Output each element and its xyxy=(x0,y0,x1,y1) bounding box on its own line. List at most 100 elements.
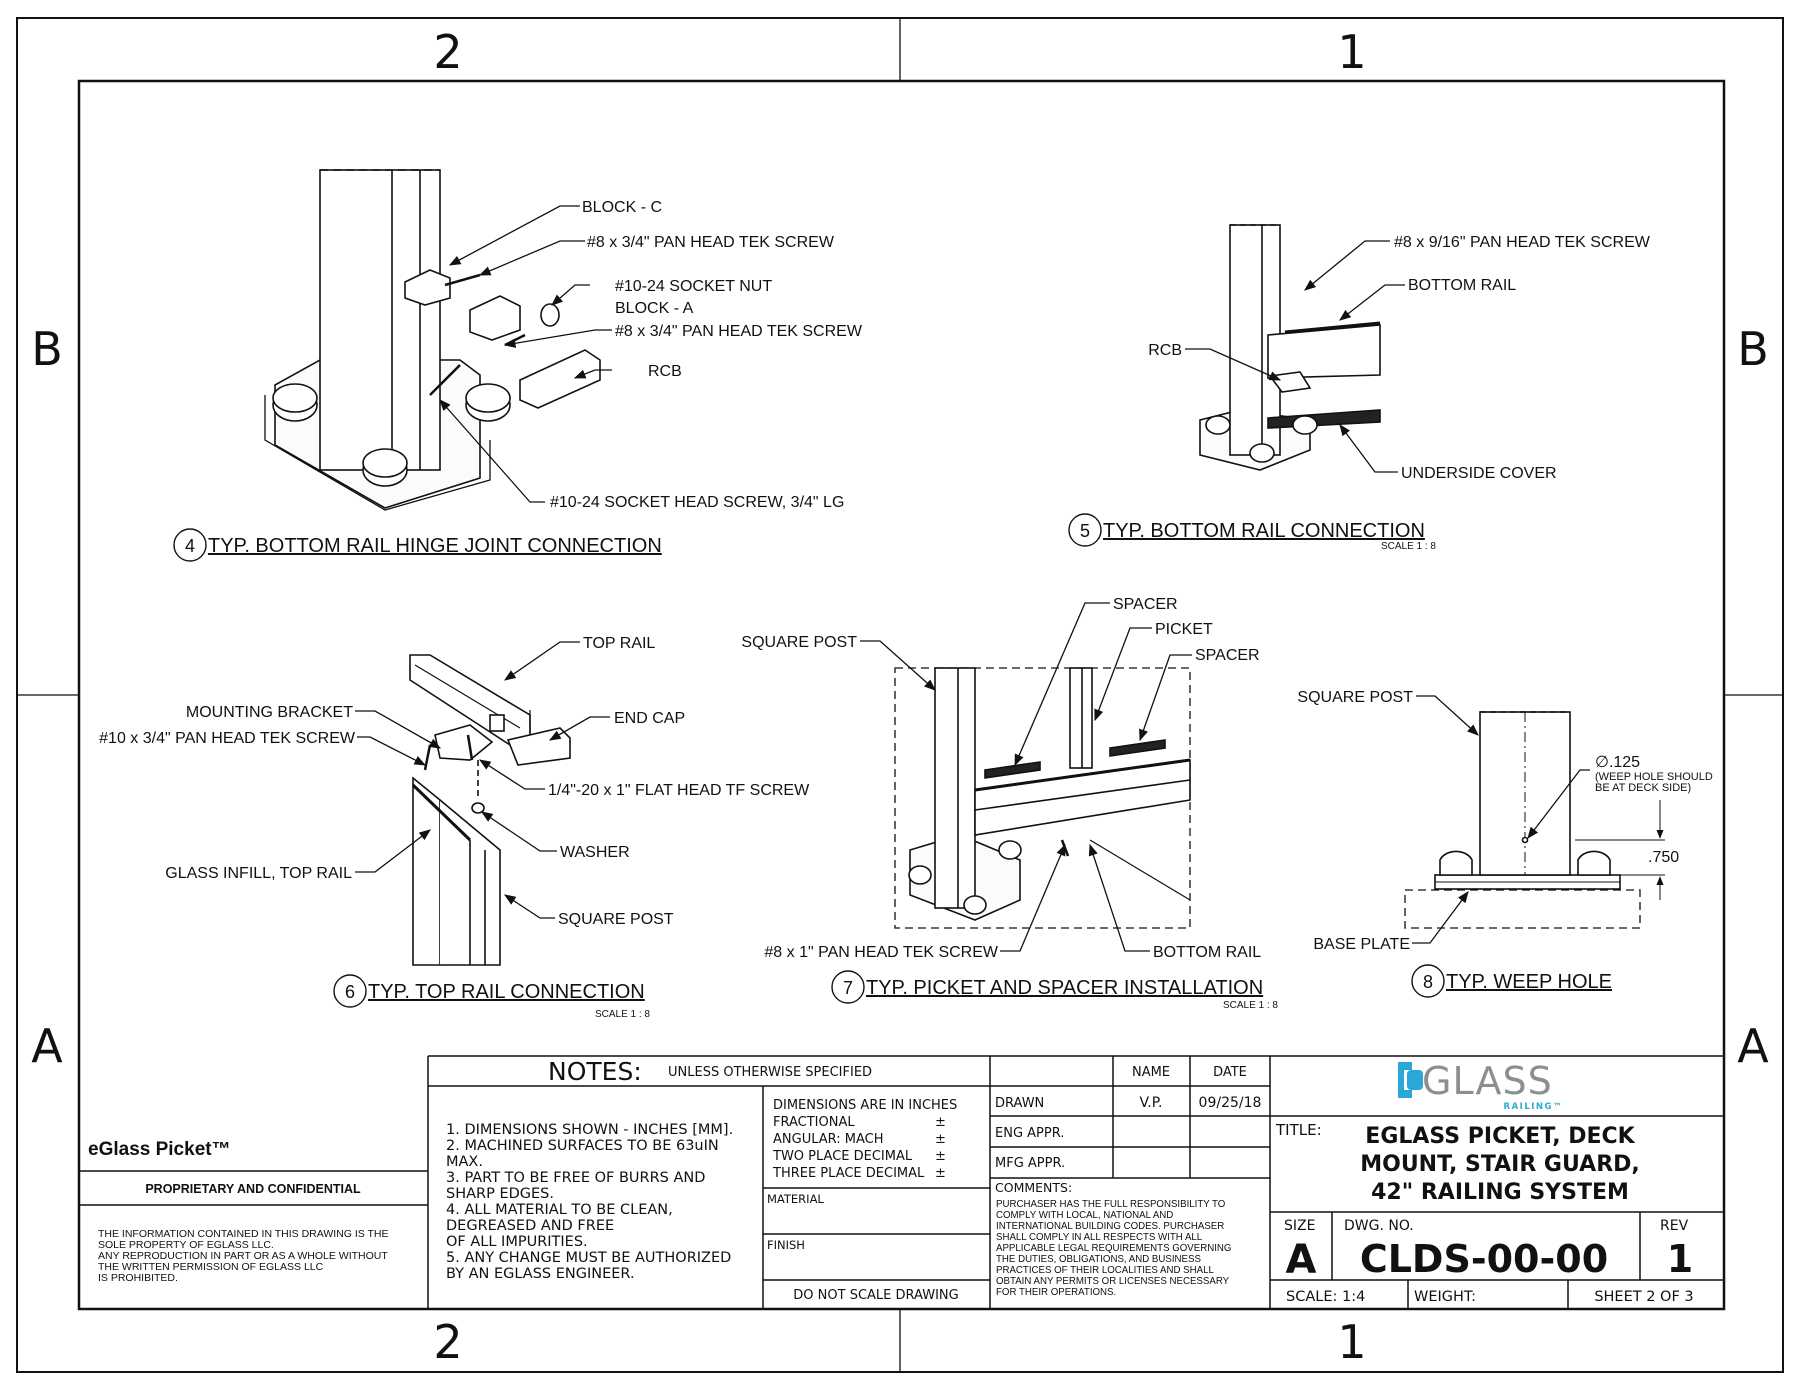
tolerance-block: DIMENSIONS ARE IN INCHES FRACTIONAL ANGU… xyxy=(772,1098,957,1181)
product-name: eGlass Picket™ xyxy=(88,1139,231,1160)
view-8-drawing xyxy=(1404,711,1665,929)
size-label: SIZE xyxy=(1284,1218,1315,1234)
drawn-name: V.P. xyxy=(1140,1095,1163,1111)
notes-list: 1. DIMENSIONS SHOWN - INCHES [MM]. 2. MA… xyxy=(446,1122,733,1282)
view-6-leaders xyxy=(355,641,610,919)
v6-callout-washer: WASHER xyxy=(560,844,630,861)
svg-text:THE INFORMATION CONTAINED IN T: THE INFORMATION CONTAINED IN THIS DRAWIN… xyxy=(98,1228,389,1240)
v7-callout-square-post: SQUARE POST xyxy=(741,634,857,651)
v4-callout-rcb: RCB xyxy=(648,363,682,380)
view-4-drawing xyxy=(264,169,601,511)
v5-callout-pan-screw: #8 x 9/16" PAN HEAD TEK SCREW xyxy=(1394,234,1651,251)
v6-callout-glass-infill: GLASS INFILL, TOP RAIL xyxy=(165,865,352,882)
dwg-no-label: DWG. NO. xyxy=(1344,1218,1414,1234)
view-5-drawing xyxy=(1199,224,1381,471)
svg-text:4. ALL MATERIAL TO BE CLEAN,: 4. ALL MATERIAL TO BE CLEAN, xyxy=(446,1202,673,1218)
svg-text:COMPLY WITH LOCAL, NATIONAL AN: COMPLY WITH LOCAL, NATIONAL AND xyxy=(996,1210,1173,1221)
notes-unless: UNLESS OTHERWISE SPECIFIED xyxy=(668,1065,872,1080)
v5-title: TYP. BOTTOM RAIL CONNECTION xyxy=(1103,520,1425,542)
v8-title: TYP. WEEP HOLE xyxy=(1446,971,1612,993)
v8-number: 8 xyxy=(1423,972,1433,992)
comments-label: COMMENTS: xyxy=(995,1180,1072,1195)
zone-bottom-2: 2 xyxy=(433,1315,462,1369)
svg-text:IS PROHIBITED.: IS PROHIBITED. xyxy=(98,1272,178,1284)
v7-callout-spacer-2: SPACER xyxy=(1195,647,1260,664)
eng-appr-label: ENG APPR. xyxy=(995,1126,1064,1141)
zone-left-a: A xyxy=(31,1019,63,1073)
svg-text:3. PART TO BE FREE OF BURRS AN: 3. PART TO BE FREE OF BURRS AND xyxy=(446,1170,705,1186)
logo-wordmark: GLASS xyxy=(1422,1059,1553,1103)
v4-title: TYP. BOTTOM RAIL HINGE JOINT CONNECTION xyxy=(208,535,662,557)
do-not-scale: DO NOT SCALE DRAWING xyxy=(793,1288,958,1303)
svg-text:FRACTIONAL: FRACTIONAL xyxy=(773,1115,855,1130)
v6-scale: SCALE 1 : 8 xyxy=(595,1009,650,1020)
sheet-field: SHEET 2 OF 3 xyxy=(1594,1289,1693,1305)
view-8-leaders xyxy=(1412,695,1590,944)
v5-scale: SCALE 1 : 8 xyxy=(1381,541,1436,552)
v7-callout-bottom-rail: BOTTOM RAIL xyxy=(1153,944,1261,961)
svg-text:2. MACHINED SURFACES TO BE 63u: 2. MACHINED SURFACES TO BE 63uIN xyxy=(446,1138,719,1154)
svg-text:DEGREASED AND FREE: DEGREASED AND FREE xyxy=(446,1218,614,1234)
rev-label: REV xyxy=(1660,1218,1689,1234)
svg-text:EGLASS PICKET, DECK: EGLASS PICKET, DECK xyxy=(1365,1124,1635,1149)
svg-text:APPLICABLE LEGAL REQUIREMENTS: APPLICABLE LEGAL REQUIREMENTS GOVERNING xyxy=(996,1243,1231,1254)
view-4-leaders xyxy=(439,205,612,503)
v7-number: 7 xyxy=(843,978,853,998)
zone-top-2: 2 xyxy=(433,25,462,79)
svg-text:±: ± xyxy=(935,1132,946,1147)
v7-callout-pan-screw: #8 x 1" PAN HEAD TEK SCREW xyxy=(764,944,998,961)
v8-callout-weep-note-1: (WEEP HOLE SHOULD xyxy=(1595,771,1713,783)
svg-text:DIMENSIONS ARE IN INCHES: DIMENSIONS ARE IN INCHES xyxy=(773,1098,957,1113)
comments-text: PURCHASER HAS THE FULL RESPONSIBILITY TO… xyxy=(996,1199,1231,1298)
svg-text:MOUNT, STAIR GUARD,: MOUNT, STAIR GUARD, xyxy=(1360,1152,1640,1177)
zone-top-1: 1 xyxy=(1337,25,1366,79)
view-7-leaders xyxy=(860,602,1192,952)
notes-heading: NOTES: xyxy=(548,1057,642,1086)
v4-callout-pan-screw-1: #8 x 3/4" PAN HEAD TEK SCREW xyxy=(587,234,835,251)
svg-text:5. ANY CHANGE MUST BE AUTHORIZ: 5. ANY CHANGE MUST BE AUTHORIZED xyxy=(446,1250,731,1266)
svg-text:THE DUTIES, OBLIGATIONS, AND B: THE DUTIES, OBLIGATIONS, AND BUSINESS xyxy=(996,1254,1201,1265)
v5-callout-underside-cover: UNDERSIDE COVER xyxy=(1401,465,1557,482)
weight-field: WEIGHT: xyxy=(1414,1289,1476,1305)
v5-number: 5 xyxy=(1080,521,1090,541)
title-block-grid xyxy=(79,1055,1724,1309)
v5-callout-bottom-rail: BOTTOM RAIL xyxy=(1408,277,1516,294)
approval-date-header: DATE xyxy=(1213,1065,1247,1080)
v8-dimension-750: .750 xyxy=(1648,849,1679,866)
title-label: TITLE: xyxy=(1275,1121,1322,1139)
drawn-date: 09/25/18 xyxy=(1199,1095,1262,1111)
v4-callout-socket-nut: #10-24 SOCKET NUT xyxy=(615,278,772,295)
svg-text:42" RAILING SYSTEM: 42" RAILING SYSTEM xyxy=(1371,1180,1629,1205)
view-5-leaders xyxy=(1185,240,1405,473)
rev-value: 1 xyxy=(1667,1237,1693,1281)
zone-left-b: B xyxy=(31,322,63,376)
v8-callout-base-plate: BASE PLATE xyxy=(1313,936,1410,953)
v6-callout-flat-head-screw: 1/4"-20 x 1" FLAT HEAD TF SCREW xyxy=(548,782,810,799)
v5-callout-rcb: RCB xyxy=(1148,342,1182,359)
zone-right-a: A xyxy=(1737,1019,1769,1073)
legal-notice: THE INFORMATION CONTAINED IN THIS DRAWIN… xyxy=(98,1228,389,1284)
v8-number-circle xyxy=(1411,964,1445,998)
zone-right-b: B xyxy=(1737,322,1769,376)
svg-text:±: ± xyxy=(935,1115,946,1130)
v4-number: 4 xyxy=(185,536,195,556)
scale-field: SCALE: 1:4 xyxy=(1286,1289,1365,1305)
svg-text:OF ALL IMPURITIES.: OF ALL IMPURITIES. xyxy=(446,1234,588,1250)
v4-number-circle xyxy=(173,528,207,562)
svg-text:FOR THEIR OPERATIONS.: FOR THEIR OPERATIONS. xyxy=(996,1287,1116,1298)
proprietary-heading: PROPRIETARY AND CONFIDENTIAL xyxy=(145,1182,361,1196)
size-value: A xyxy=(1286,1237,1317,1283)
v4-callout-pan-screw-2: #8 x 3/4" PAN HEAD TEK SCREW xyxy=(615,323,863,340)
dwg-no-value: CLDS-00-00 xyxy=(1360,1237,1608,1281)
v6-callout-pan-screw: #10 x 3/4" PAN HEAD TEK SCREW xyxy=(99,730,356,747)
svg-text:ANY REPRODUCTION IN PART OR AS: ANY REPRODUCTION IN PART OR AS A WHOLE W… xyxy=(98,1250,388,1262)
v7-callout-picket: PICKET xyxy=(1155,621,1213,638)
svg-text:THREE PLACE DECIMAL: THREE PLACE DECIMAL xyxy=(772,1166,925,1181)
sheet-frame xyxy=(16,17,1784,1373)
v4-callout-block-a: BLOCK - A xyxy=(615,300,694,317)
v6-number: 6 xyxy=(345,982,355,1002)
v6-number-circle xyxy=(333,974,367,1008)
svg-text:ANGULAR: MACH: ANGULAR: MACH xyxy=(773,1132,884,1147)
v5-number-circle xyxy=(1068,513,1102,547)
